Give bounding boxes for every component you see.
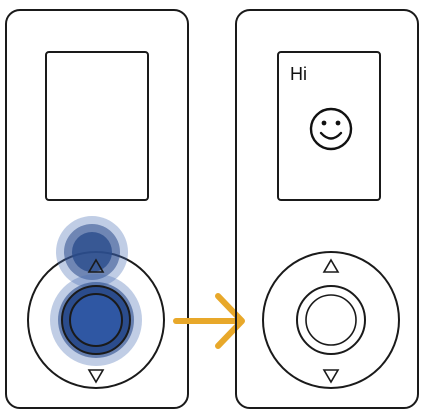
device-before	[5, 9, 189, 409]
device-before-center-button-inner	[69, 293, 123, 347]
screen-greeting-text: Hi	[290, 64, 307, 84]
device-before-body	[5, 9, 189, 409]
device-after-screen	[277, 51, 381, 201]
device-before-screen	[45, 51, 149, 201]
device-before-up-arrow-icon[interactable]	[87, 258, 105, 273]
device-after-down-arrow-icon[interactable]	[322, 369, 340, 384]
device-after-center-button-inner	[305, 294, 357, 346]
smiley-face-icon	[309, 107, 353, 151]
device-after: Hi	[235, 9, 419, 409]
arrow-right-icon	[173, 293, 245, 349]
device-after-body	[235, 9, 419, 409]
device-after-up-arrow-icon[interactable]	[322, 258, 340, 273]
touch-highlight-up	[56, 216, 128, 288]
device-before-down-arrow-icon[interactable]	[87, 369, 105, 384]
